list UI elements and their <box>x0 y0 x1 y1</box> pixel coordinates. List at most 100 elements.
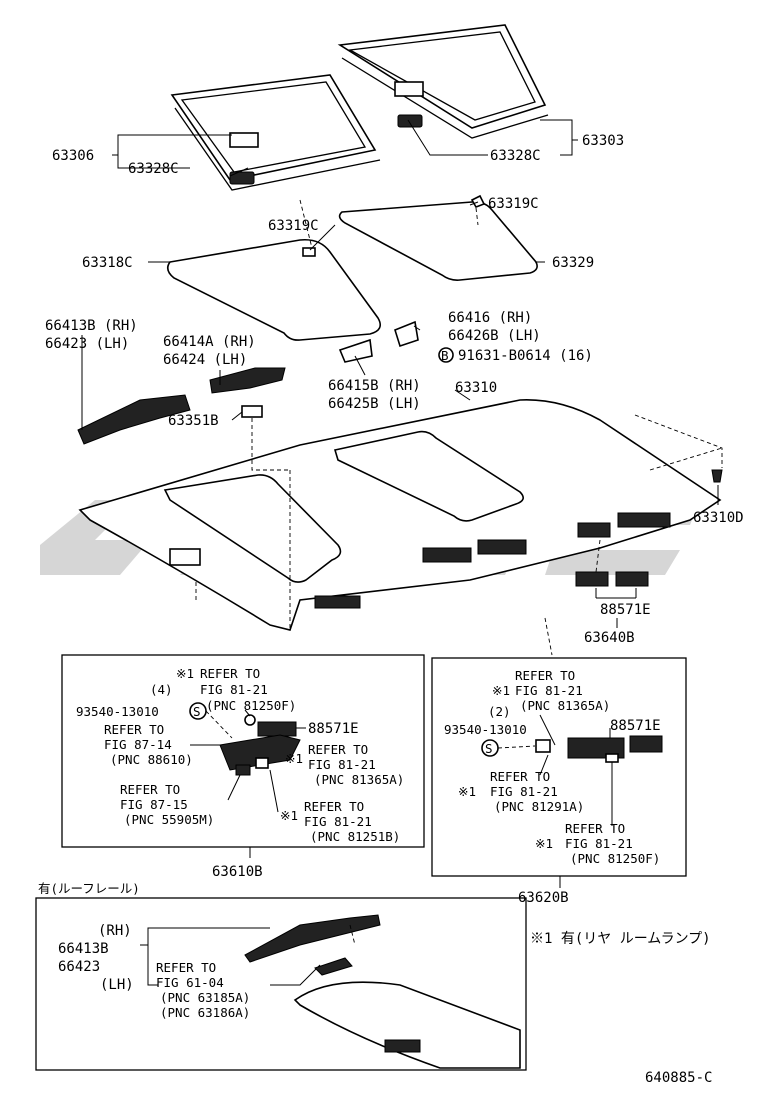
ref-text: FIG 81-21 <box>515 683 583 698</box>
lh-label: (LH) <box>100 977 134 993</box>
ref-text: REFER TO <box>308 742 368 757</box>
ref-mark: ※1 <box>492 683 510 698</box>
socket-right <box>535 739 551 753</box>
ref-text: REFER TO <box>200 666 260 681</box>
ref-text: REFER TO <box>490 769 550 784</box>
label-63319c-left: 63319C <box>268 218 319 234</box>
label-63351b: 63351B <box>168 413 219 429</box>
label-63640b: 63640B <box>584 630 635 646</box>
bracket-66416 <box>394 320 419 348</box>
frame-63329 <box>338 201 538 281</box>
lamp-88571e-left <box>257 721 297 737</box>
ref-text: (PNC 81250F) <box>570 851 660 866</box>
ref-text: FIG 87-14 <box>104 737 172 752</box>
label-63328c-right: 63328C <box>490 148 541 164</box>
lamp-slot-center-2 <box>477 539 527 555</box>
label-93540-left: 93540-13010 <box>76 704 159 719</box>
ref-text: REFER TO <box>304 799 364 814</box>
figure-code: 640885-C <box>645 1070 712 1086</box>
lamp-88571e-right <box>567 737 625 759</box>
bracket-66413b-rail <box>77 394 191 445</box>
label-63306: 63306 <box>52 148 94 164</box>
detail-box-roof-rail: (RH) 66413B 66423 (LH) REFER TO FIG 61-0… <box>35 897 527 1071</box>
label-63620b: 63620B <box>518 890 569 906</box>
label-88571e-main: 88571E <box>600 602 651 618</box>
label-63303: 63303 <box>582 133 624 149</box>
ref-text: (PNC 81250F) <box>206 698 296 713</box>
label-91631: 91631-B0614 (16) <box>458 348 593 364</box>
screw-s-mark: S <box>485 741 493 756</box>
ref-text: REFER TO <box>515 668 575 683</box>
label-66416-rh: 66416 (RH) <box>448 310 532 326</box>
ref-text: (PNC 81365A) <box>520 698 610 713</box>
qty-label: (2) <box>488 704 511 719</box>
label-66413b-rh: 66413B (RH) <box>45 318 138 334</box>
detail-box-63610b: 63610B ※1 REFER TO FIG 81-21 (PNC 81250F… <box>61 654 425 880</box>
ref-text: FIG 81-21 <box>565 836 633 851</box>
lamp-88571e <box>575 571 649 587</box>
label-66413b-bottom: 66413B <box>58 941 109 957</box>
lamp-slot-rear <box>577 522 611 538</box>
bracket-66415b <box>338 338 373 363</box>
ref-text: (PNC 63186A) <box>160 1005 250 1020</box>
bracket-66414a <box>209 367 286 394</box>
ref-text: (PNC 81365A) <box>314 772 404 787</box>
ref-text: FIG 87-15 <box>120 797 188 812</box>
pad-63351b <box>241 405 263 418</box>
footnote-rear-room-lamp: ※1 有(リヤ ルームランプ) <box>530 931 711 947</box>
ref-mark: ※1 <box>280 808 298 823</box>
ref-text: REFER TO <box>156 960 216 975</box>
label-66423-bottom: 66423 <box>58 959 100 975</box>
ref-text: REFER TO <box>565 821 625 836</box>
sunshade-left-63306 <box>170 74 381 191</box>
weatherstrip-63318c <box>166 238 381 341</box>
lamp-slot-left <box>314 595 361 609</box>
lamp-slot-center-1 <box>422 547 472 563</box>
bolt-b-mark: B <box>441 348 449 363</box>
label-63610b: 63610B <box>212 864 263 880</box>
roof-rail-title: 有(ルーフレール) <box>38 881 140 896</box>
label-63328c-left: 63328C <box>128 161 179 177</box>
ref-text: REFER TO <box>120 782 180 797</box>
label-63319c-right: 63319C <box>488 196 539 212</box>
bolt-91631: B <box>438 347 454 363</box>
ref-text: (PNC 63185A) <box>160 990 250 1005</box>
lamp-slot-rear-2 <box>617 512 671 528</box>
label-63310d: 63310D <box>693 510 744 526</box>
ref-text: FIG 61-04 <box>156 975 224 990</box>
ref-text: REFER TO <box>104 722 164 737</box>
headlining-63310 <box>78 399 722 631</box>
label-88571e-right: 88571E <box>610 718 661 734</box>
ref-text: FIG 81-21 <box>200 682 268 697</box>
label-63318c: 63318C <box>82 255 133 271</box>
grip-slot <box>169 548 201 566</box>
ref-mark: ※1 <box>535 836 553 851</box>
leader-lines <box>81 119 723 656</box>
label-93540-right: 93540-13010 <box>444 722 527 737</box>
ref-text: (PNC 55905M) <box>124 812 214 827</box>
ref-text: FIG 81-21 <box>490 784 558 799</box>
ref-mark: ※1 <box>176 666 194 681</box>
clip-63310d <box>711 469 723 483</box>
ref-text: (PNC 81291A) <box>494 799 584 814</box>
rh-label: (RH) <box>98 923 132 939</box>
stoppers-63328c <box>229 114 423 185</box>
ref-text: (PNC 88610) <box>110 752 193 767</box>
ref-mark: ※1 <box>458 784 476 799</box>
label-88571e-left: 88571E <box>308 721 359 737</box>
label-63310: 63310 <box>455 380 497 396</box>
label-66426b-lh: 66426B (LH) <box>448 328 541 344</box>
detail-box-63620b: 63620B REFER TO ※1 FIG 81-21 (PNC 81365A… <box>431 657 687 906</box>
sunshade-right-63303 <box>337 24 549 139</box>
label-66415b-rh: 66415B (RH) <box>328 378 421 394</box>
ref-text: FIG 81-21 <box>304 814 372 829</box>
label-63329: 63329 <box>552 255 594 271</box>
screw-s-mark: S <box>193 704 201 719</box>
label-66424-lh: 66424 (LH) <box>163 352 247 368</box>
ref-mark: ※1 <box>285 751 303 766</box>
clips-63319c <box>302 194 486 257</box>
label-66414a-rh: 66414A (RH) <box>163 334 256 350</box>
ref-text: FIG 81-21 <box>308 757 376 772</box>
